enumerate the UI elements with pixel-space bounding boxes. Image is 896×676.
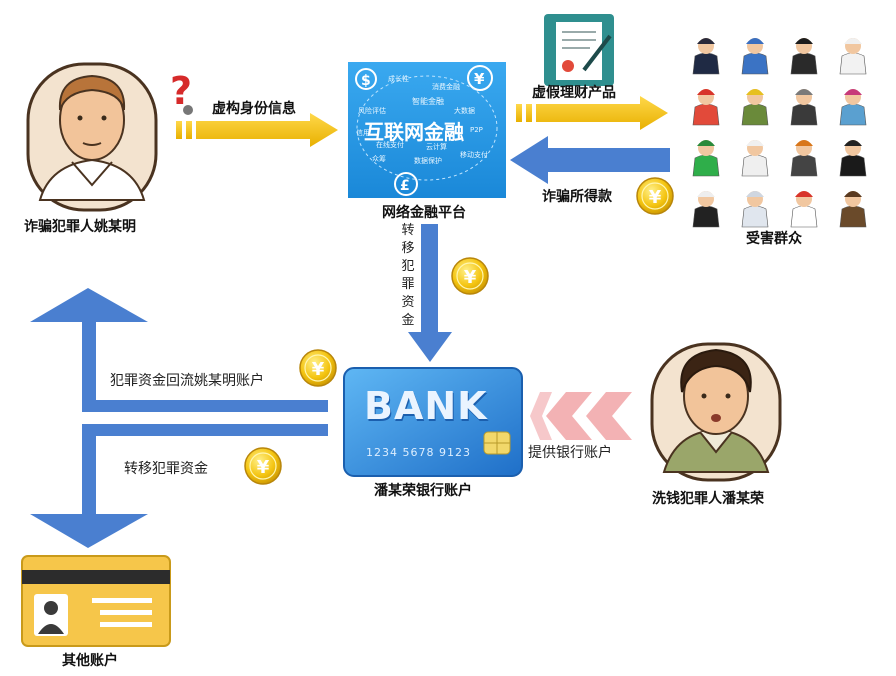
bank-card-brand: BANK <box>364 384 488 428</box>
vertical-char: 金 <box>401 313 415 328</box>
victims-label: 受害群众 <box>746 231 802 247</box>
cloud-word: 移动支付 <box>460 151 488 159</box>
platform-word-cloud: 成长性 消费金融 智能金融 大数据 风险评估 在线支付 云计算 移动支付 数据保… <box>352 66 502 194</box>
victim-figure <box>839 38 867 75</box>
edge-label-provide-account: 提供银行账户 <box>528 445 612 461</box>
cloud-word: P2P <box>470 126 483 134</box>
coin-icon: ¥ <box>244 447 282 485</box>
cloud-word: 数据保护 <box>414 157 442 165</box>
svg-text:£: £ <box>400 178 410 194</box>
cloud-word: 信用 <box>356 129 370 137</box>
victim-figure <box>839 89 867 126</box>
arrow-fraud-proceeds <box>510 136 670 184</box>
victim-figure <box>692 89 720 126</box>
other-account-card <box>21 555 171 647</box>
cloud-word: 大数据 <box>454 107 475 115</box>
victim-figure <box>790 140 818 177</box>
cloud-word: 在线支付 <box>376 141 404 149</box>
bank-card <box>343 367 523 477</box>
edge-label-fake-product: 虚假理财产品 <box>532 85 616 101</box>
victim-figure <box>839 140 867 177</box>
victim-figure <box>692 140 720 177</box>
victim-figure <box>839 191 867 228</box>
cloud-word: 智能金融 <box>412 97 444 106</box>
svg-text:¥: ¥ <box>257 457 270 478</box>
victim-figure <box>741 140 769 177</box>
svg-text:¥: ¥ <box>464 267 477 288</box>
victim-figure <box>692 191 720 228</box>
edge-label-fraud-proceeds: 诈骗所得款 <box>542 189 612 205</box>
edge-label-fake-identity: 虚构身份信息 <box>212 101 296 117</box>
chevrons-provide-account <box>530 392 632 440</box>
vertical-char: 移 <box>401 241 415 256</box>
fraudster-avatar <box>26 62 158 212</box>
edge-label-transfer-other: 转移犯罪资金 <box>124 461 208 477</box>
launderer-label: 洗钱犯罪人潘某荣 <box>652 491 764 507</box>
victim-figure <box>741 89 769 126</box>
victim-figure <box>692 38 720 75</box>
launderer-avatar <box>650 342 782 482</box>
svg-text:¥: ¥ <box>312 359 325 380</box>
coin-icon: ¥ <box>451 257 489 295</box>
victim-figure <box>790 89 818 126</box>
bank-card-number: 1234 5678 9123 <box>366 446 471 459</box>
coin-icon: ¥ <box>636 177 674 215</box>
coin-icon: ¥ <box>299 349 337 387</box>
svg-text:¥: ¥ <box>474 70 485 88</box>
cloud-word: 云计算 <box>426 143 447 151</box>
question-mark-icon: ? <box>170 69 193 115</box>
vertical-char: 转 <box>401 223 415 238</box>
edge-label-transfer-vertical: 转 移 犯 罪 资 金 <box>400 222 416 330</box>
fraudster-label: 诈骗犯罪人姚某明 <box>24 219 136 235</box>
vertical-char: 罪 <box>401 277 415 292</box>
victim-figure <box>741 38 769 75</box>
bank-label: 潘某荣银行账户 <box>374 483 472 499</box>
victim-figure <box>790 191 818 228</box>
arrow-flow-back-up <box>30 288 328 412</box>
cloud-word: 成长性 <box>388 75 409 83</box>
contract-document-icon <box>544 14 614 86</box>
cloud-word: 消费金融 <box>432 83 460 91</box>
cloud-word: 风险评估 <box>358 107 386 115</box>
arrow-fake-product <box>516 96 668 130</box>
arrow-transfer-other-down <box>30 424 328 548</box>
vertical-char: 资 <box>401 295 415 310</box>
victim-figure <box>790 38 818 75</box>
arrow-transfer-to-bank <box>408 224 452 362</box>
victims-group <box>692 38 867 228</box>
victim-figure <box>741 191 769 228</box>
svg-text:¥: ¥ <box>649 187 662 208</box>
vertical-char: 犯 <box>401 259 415 274</box>
cloud-word: 众筹 <box>372 155 386 163</box>
platform-center-text: 互联网金融 <box>364 120 464 144</box>
finance-platform-box: $ ¥ £ <box>348 62 506 198</box>
svg-text:?: ? <box>170 69 192 113</box>
arrow-fake-identity <box>176 113 338 147</box>
other-account-label: 其他账户 <box>62 653 118 669</box>
platform-label: 网络金融平台 <box>382 205 466 221</box>
edge-label-flow-back: 犯罪资金回流姚某明账户 <box>110 373 264 389</box>
svg-text:$: $ <box>361 73 371 89</box>
